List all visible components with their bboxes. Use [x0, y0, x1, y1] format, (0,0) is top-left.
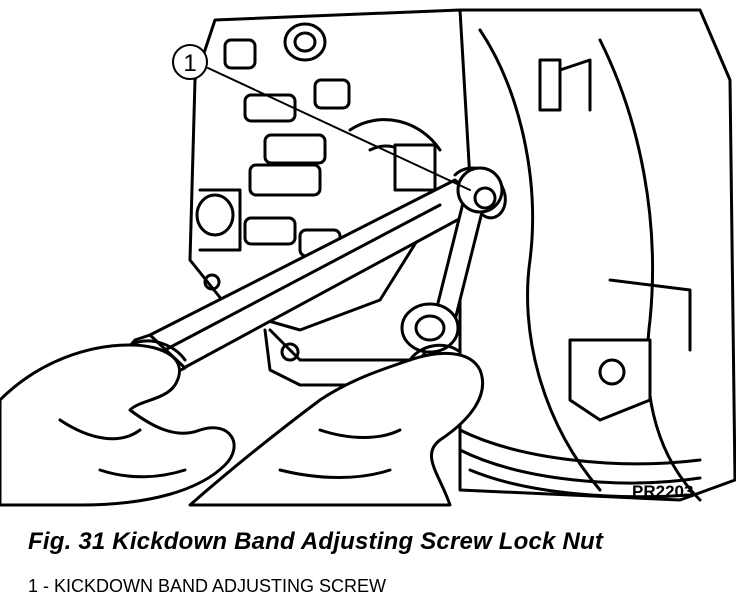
adjusting-screw-tool — [400, 166, 504, 354]
kickdown-band-illustration: 1 PR2203 — [0, 8, 736, 507]
callout-leader-line — [207, 67, 471, 191]
right-hand — [188, 343, 485, 507]
legend-item: 1 - KICKDOWN BAND ADJUSTING SCREW — [28, 576, 387, 596]
transmission-case — [458, 8, 736, 502]
figure-caption: Fig. 31 Kickdown Band Adjusting Screw Lo… — [28, 528, 604, 555]
callout-circle — [172, 44, 208, 80]
figure-legend: 1 - KICKDOWN BAND ADJUSTING SCREW — [28, 576, 386, 597]
callout-number: 1 — [183, 50, 196, 77]
left-hand — [0, 339, 236, 507]
image-code: PR2203 — [632, 482, 693, 501]
